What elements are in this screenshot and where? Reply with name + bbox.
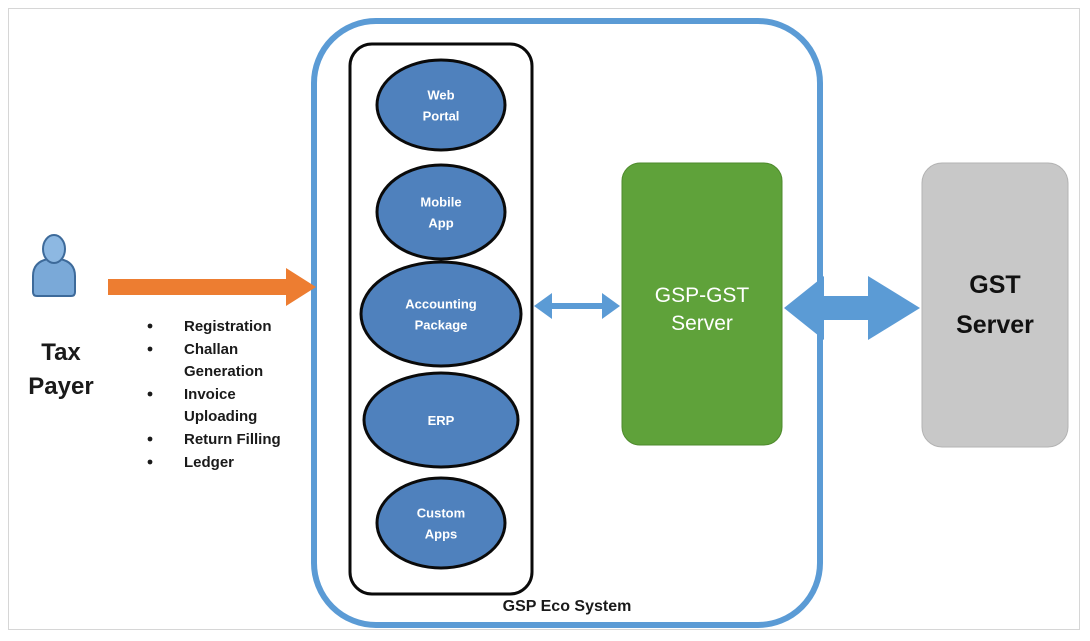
tax-payer-label-line2: Payer: [28, 373, 93, 400]
apps-gsp-double-arrow: [534, 293, 620, 319]
app-ellipse: [375, 58, 507, 152]
app-label: Apps: [425, 527, 458, 542]
service-label: Challan: [184, 341, 238, 358]
app-label: Mobile: [420, 195, 461, 210]
app-label: Custom: [417, 506, 465, 521]
app-ellipse: [375, 476, 507, 570]
tax-payer-arrow: [108, 268, 316, 306]
gst-server-box: [921, 162, 1069, 448]
service-item: Registration: [147, 318, 272, 335]
service-item: Ledger: [147, 454, 234, 471]
gsp-gst-double-arrow: [784, 276, 920, 340]
service-label: Registration: [184, 318, 272, 335]
gst-server-label-line2: Server: [956, 311, 1034, 339]
gsp-gst-server-label-line1: GSP-GST: [655, 284, 750, 307]
gst-server-label-line1: GST: [969, 271, 1020, 299]
app-ellipse: [362, 371, 520, 469]
bullet-icon: [147, 323, 153, 329]
bullet-icon: [147, 436, 153, 442]
service-item: Return Filling: [147, 431, 281, 448]
service-label: Ledger: [184, 454, 234, 471]
service-label: Uploading: [184, 408, 257, 425]
app-label: App: [428, 216, 453, 231]
tax-payer-label-line1: Tax: [41, 339, 81, 366]
apps-column-box: [348, 42, 534, 596]
app-label: ERP: [428, 413, 455, 428]
app-label: Accounting: [405, 297, 477, 312]
bullet-icon: [147, 346, 153, 352]
bullet-icon: [147, 459, 153, 465]
app-label: Package: [415, 318, 468, 333]
service-label: Invoice: [184, 386, 236, 403]
app-label: Web: [427, 88, 454, 103]
app-ellipse: [375, 163, 507, 261]
gsp-eco-system-label: GSP Eco System: [503, 598, 632, 615]
app-label: Portal: [423, 109, 460, 124]
tax-payer-person-icon: [32, 234, 76, 297]
service-label: Return Filling: [184, 431, 281, 448]
app-erp: ERP: [362, 371, 520, 469]
service-label: Generation: [184, 363, 263, 380]
gsp-gst-server-label-line2: Server: [671, 312, 733, 335]
gsp-gst-server-box: [621, 162, 783, 446]
services-list: RegistrationChallanGenerationInvoiceUplo…: [147, 318, 281, 471]
app-ellipse: [359, 260, 523, 368]
bullet-icon: [147, 391, 153, 397]
